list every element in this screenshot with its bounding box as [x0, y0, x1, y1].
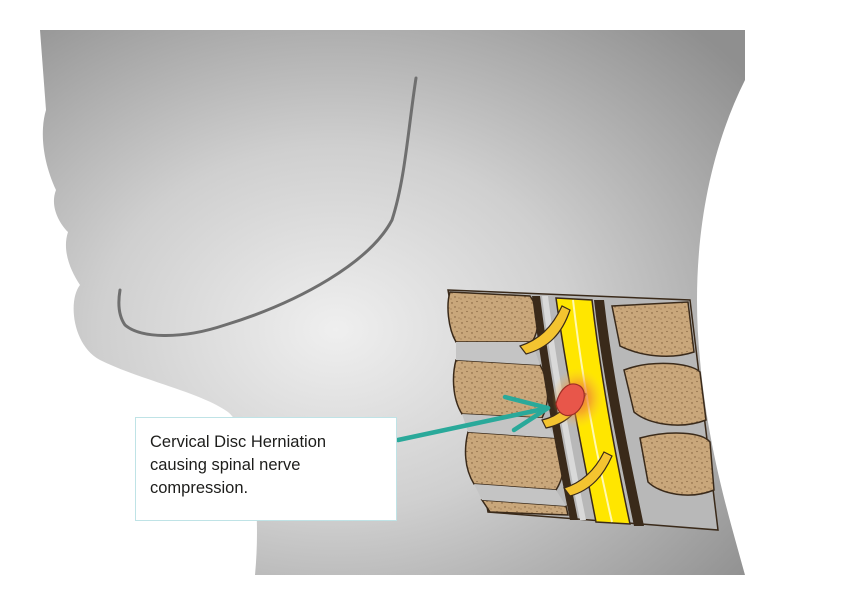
intervertebral-disc: [456, 342, 540, 365]
canal-wall-posterior: [594, 300, 644, 526]
intervertebral-disc: [474, 484, 566, 506]
pointer-arrow: [395, 405, 551, 443]
vertebra-body: [447, 291, 539, 343]
arrow-head-icon: [502, 394, 551, 433]
spinous-process: [611, 301, 695, 357]
herniated-disc: [555, 383, 585, 417]
callout-text: Cervical Disc Herniation causing spinal …: [150, 433, 327, 497]
spinous-process: [639, 432, 715, 496]
callout-box: Cervical Disc Herniation causing spinal …: [135, 417, 397, 521]
spinous-process: [623, 362, 707, 426]
nerve-root: [563, 451, 613, 497]
jaw-line: [117, 76, 418, 337]
vertebra-body: [464, 431, 565, 491]
cervical-spine-cross-section: [447, 289, 719, 531]
nerve-root: [519, 305, 571, 355]
